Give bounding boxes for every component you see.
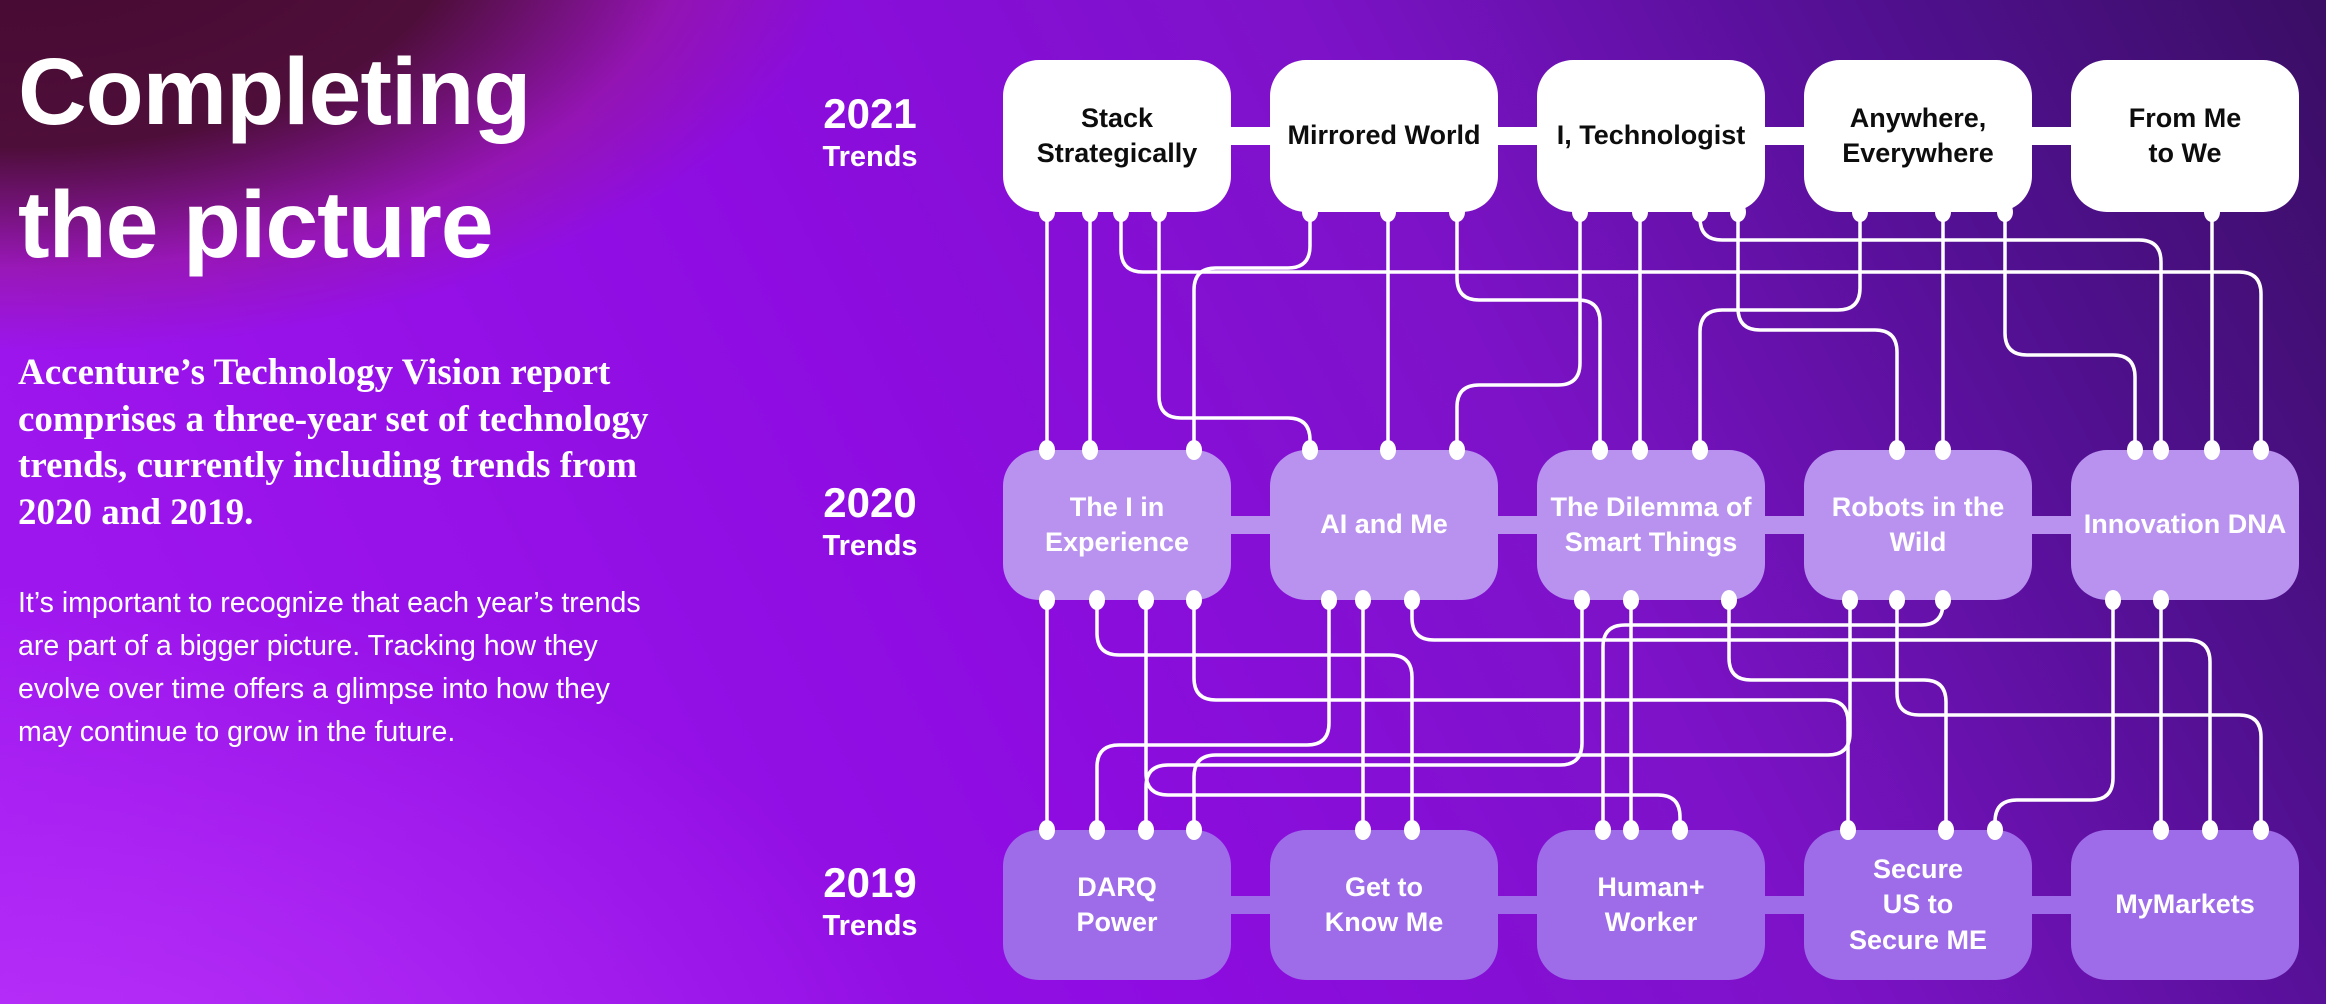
trend-box-2020-dilemma-of-smart-things: The Dilemma of Smart Things bbox=[1537, 450, 1765, 600]
trend-box-label: The Dilemma of Smart Things bbox=[1550, 491, 1752, 557]
row-connector-bar bbox=[1764, 896, 1804, 914]
row-connector-bar bbox=[2031, 516, 2071, 534]
trend-box-label: Secure US to Secure ME bbox=[1848, 854, 1988, 955]
year-label-2020: 2020 Trends bbox=[790, 479, 950, 564]
row-connector-bar bbox=[2031, 896, 2071, 914]
row-connector-bar bbox=[1497, 896, 1537, 914]
trend-box-label: From Me to We bbox=[2128, 102, 2242, 168]
trend-box-label: AI and Me bbox=[1320, 509, 1448, 540]
body-paragraph: It’s important to recognize that each ye… bbox=[18, 587, 641, 748]
trend-box-label: MyMarkets bbox=[2115, 889, 2255, 920]
trend-box-2020-innovation-dna: Innovation DNA bbox=[2071, 450, 2299, 600]
trend-box-2019-darq-power: DARQ Power bbox=[1003, 830, 1231, 980]
year-label-2019: 2019 Trends bbox=[790, 859, 950, 944]
row-connector-bar bbox=[2031, 127, 2071, 145]
trend-box-2021-anywhere-everywhere: Anywhere, Everywhere bbox=[1804, 60, 2032, 212]
page-title: Completing the picture bbox=[18, 39, 531, 278]
row-connector-bar bbox=[1497, 516, 1537, 534]
trend-box-2021-i-technologist: I, Technologist bbox=[1537, 60, 1765, 212]
row-connector-bar bbox=[1230, 516, 1270, 534]
trend-box-2019-mymarkets: MyMarkets bbox=[2071, 830, 2299, 980]
trend-box-label: I, Technologist bbox=[1556, 120, 1746, 151]
trend-box-2020-the-i-in-experience: The I in Experience bbox=[1003, 450, 1231, 600]
trend-box-2019-get-to-know-me: Get to Know Me bbox=[1270, 830, 1498, 980]
trend-box-2021-from-me-to-we: From Me to We bbox=[2071, 60, 2299, 212]
row-connector-bar bbox=[1230, 896, 1270, 914]
trend-box-2019-human-plus-worker: Human+ Worker bbox=[1537, 830, 1765, 980]
trend-box-2020-robots-in-the-wild: Robots in the Wild bbox=[1804, 450, 2032, 600]
row-connector-bar bbox=[1764, 516, 1804, 534]
year-2021-text: 2021 bbox=[823, 90, 917, 137]
trend-box-label: Human+ Worker bbox=[1597, 871, 1705, 937]
trend-box-label: Get to Know Me bbox=[1324, 871, 1444, 937]
trend-box-label: Innovation DNA bbox=[2083, 509, 2287, 540]
year-2021-trends-text: Trends bbox=[822, 141, 918, 174]
row-connector-bar bbox=[1764, 127, 1804, 145]
trend-box-label: Anywhere, Everywhere bbox=[1842, 102, 1994, 168]
trend-box-label: Stack Strategically bbox=[1036, 102, 1198, 168]
trend-box-2019-secure-us-to-secure-me: Secure US to Secure ME bbox=[1804, 830, 2032, 980]
trend-box-label: The I in Experience bbox=[1044, 491, 1190, 557]
row-connector-bar bbox=[1497, 127, 1537, 145]
year-label-2021: 2021 Trends bbox=[790, 90, 950, 175]
row-connector-bar bbox=[1230, 127, 1270, 145]
trend-box-label: Mirrored World bbox=[1287, 120, 1481, 151]
year-2020-text: 2020 bbox=[823, 479, 917, 526]
trend-box-2021-stack-strategically: Stack Strategically bbox=[1003, 60, 1231, 212]
trend-box-2020-ai-and-me: AI and Me bbox=[1270, 450, 1498, 600]
year-2020-trends-text: Trends bbox=[822, 530, 918, 563]
trend-box-label: Robots in the Wild bbox=[1831, 491, 2005, 557]
trend-box-label: DARQ Power bbox=[1076, 871, 1158, 937]
intro-paragraph: Accenture’s Technology Vision report com… bbox=[18, 352, 649, 533]
year-2019-trends-text: Trends bbox=[822, 910, 918, 943]
left-panel: Completing the picture Accenture’s Techn… bbox=[18, 0, 788, 753]
year-2019-text: 2019 bbox=[823, 859, 917, 906]
trend-box-2021-mirrored-world: Mirrored World bbox=[1270, 60, 1498, 212]
